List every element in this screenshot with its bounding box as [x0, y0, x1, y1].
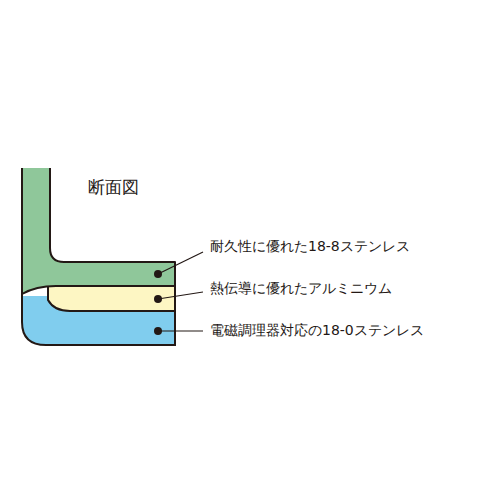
aluminium-layer	[48, 286, 175, 311]
leader-line	[158, 252, 203, 274]
layer-label: 耐久性に優れた18-8ステンレス	[210, 238, 410, 255]
inner-steel-layer	[22, 168, 175, 294]
inner-steel-outline	[22, 168, 175, 294]
layer-label: 電磁調理器対応の18-0ステンレス	[210, 322, 424, 339]
diagram-title: 断面図	[88, 177, 139, 197]
leader-line	[158, 292, 203, 299]
layer-label: 熱伝導に優れたアルミニウム	[210, 280, 392, 297]
leader-line	[158, 330, 203, 331]
outer-steel-layer	[22, 282, 175, 345]
